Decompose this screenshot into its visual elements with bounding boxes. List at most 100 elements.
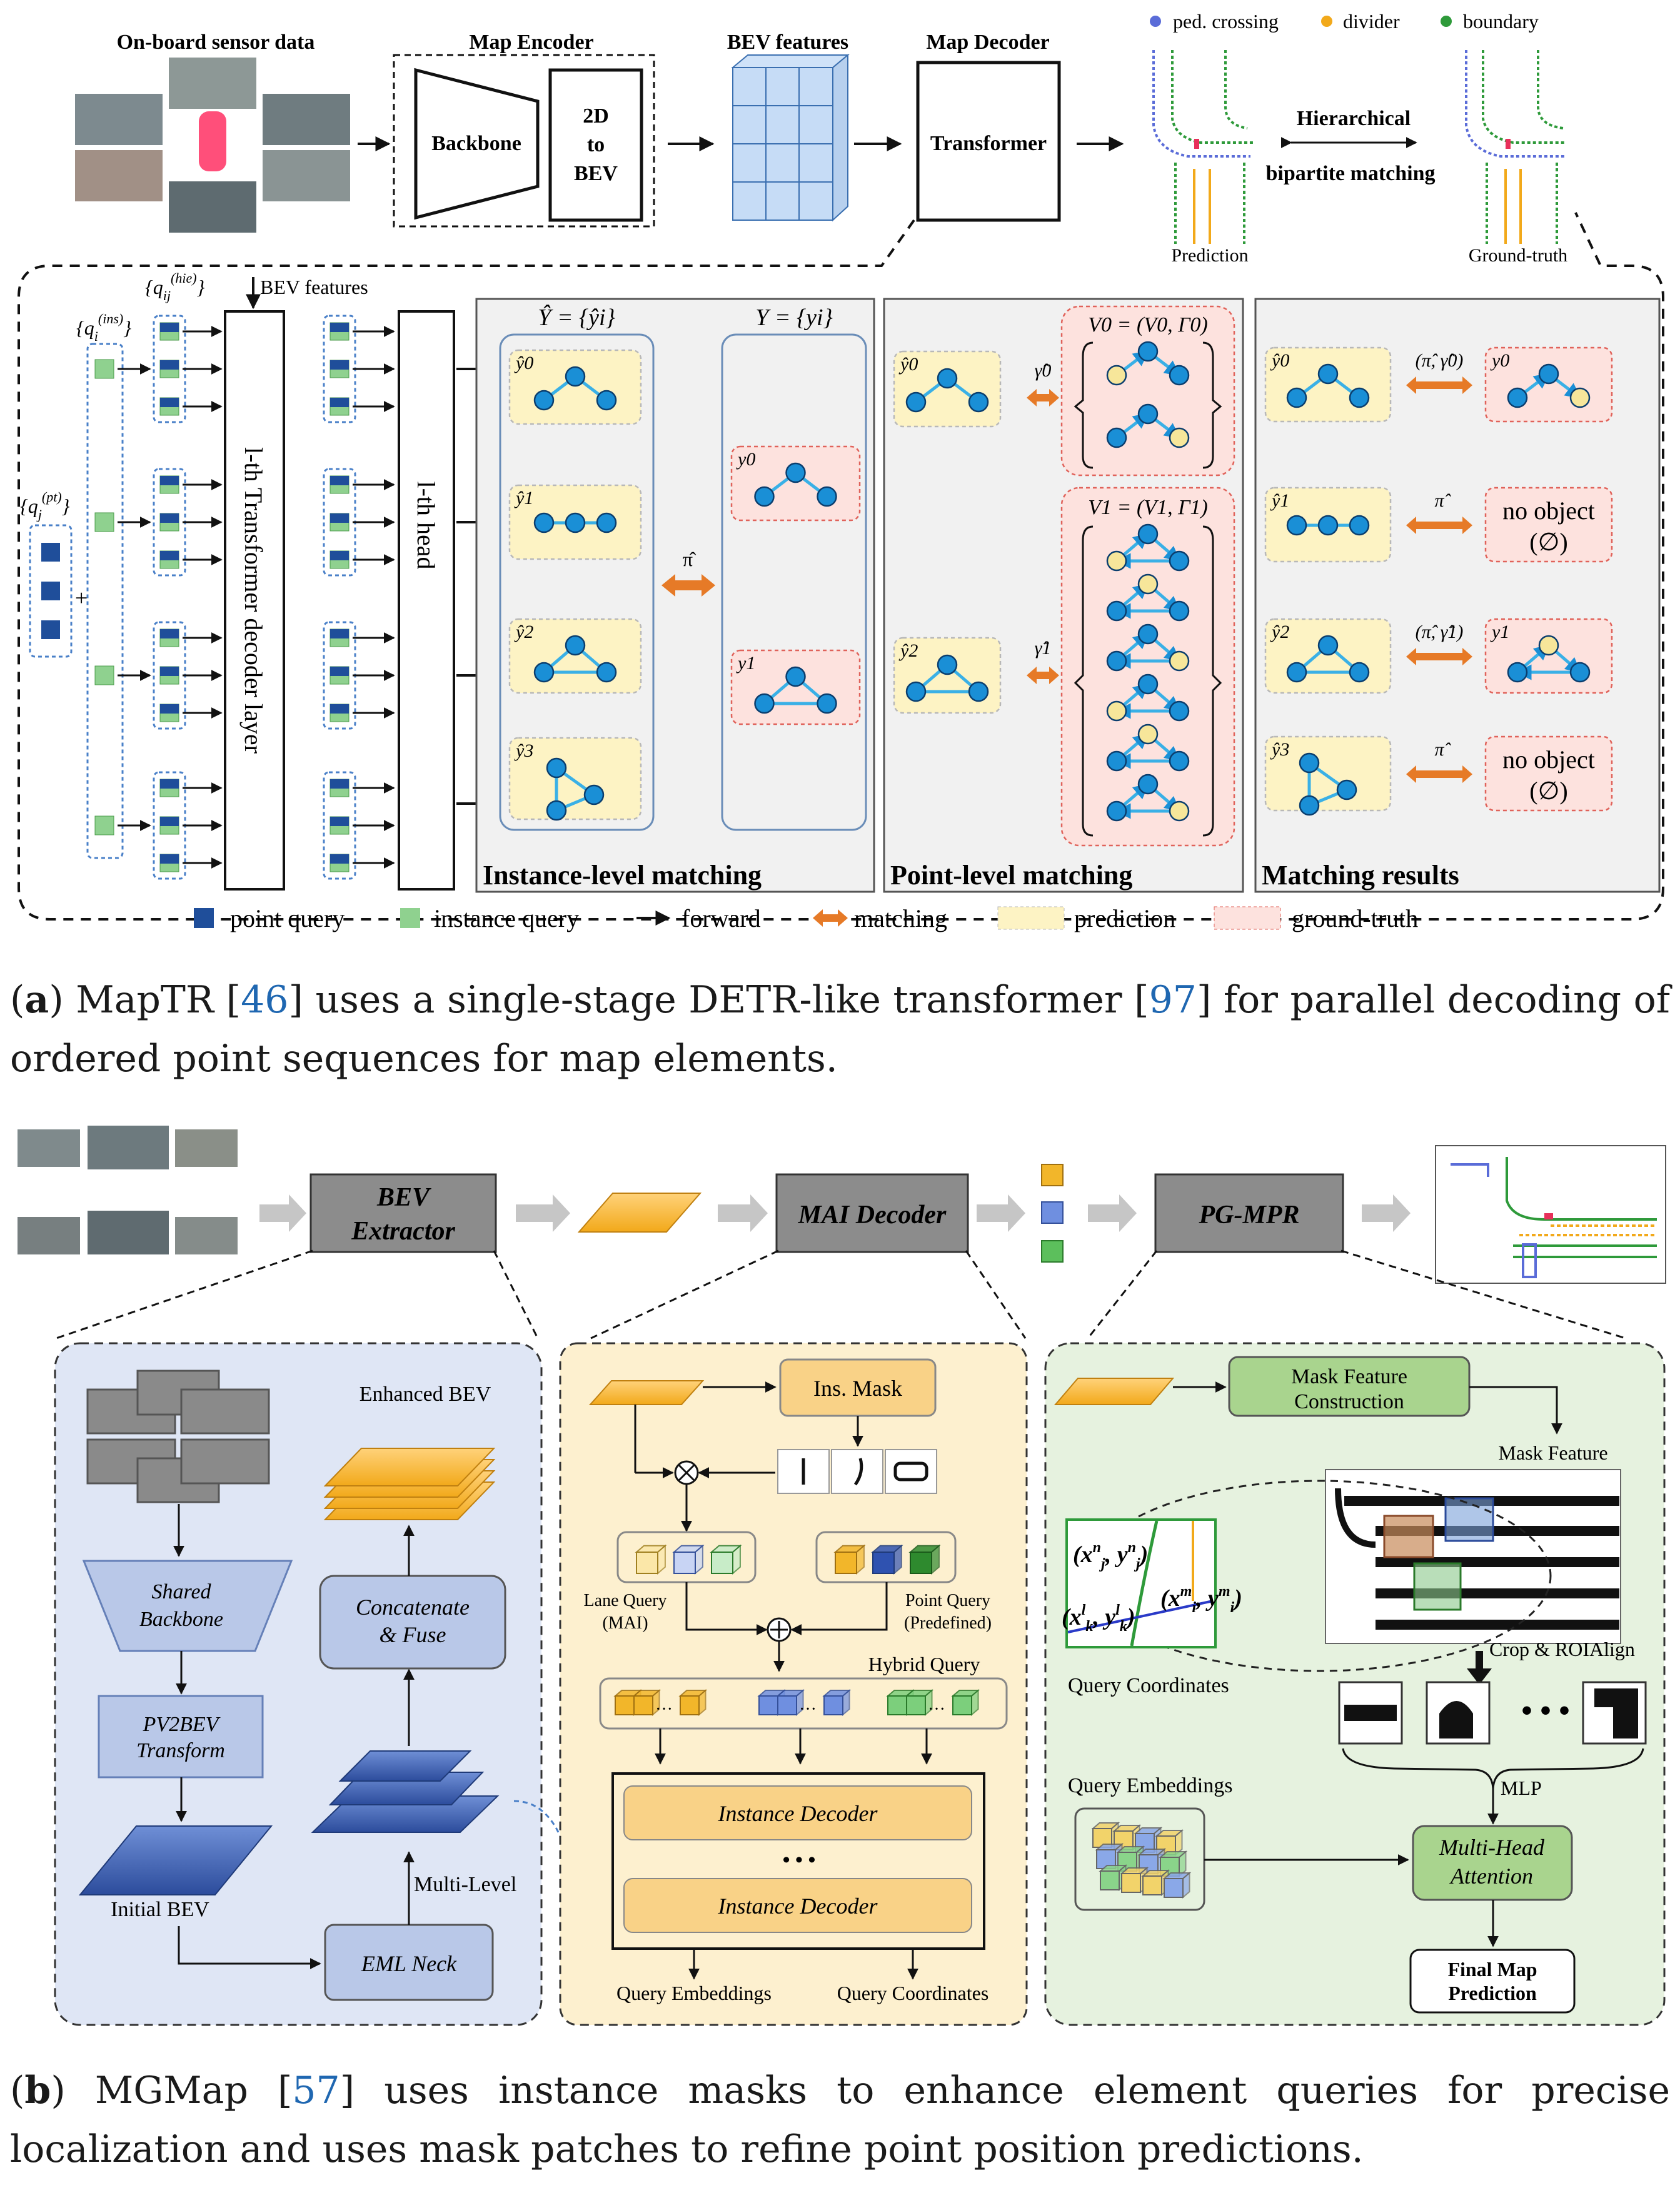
final-map-prediction-box [1409, 1949, 1576, 2014]
hybrid-query-cube [952, 1695, 972, 1715]
q-hie-label: {qij(hie)} [145, 270, 205, 303]
hie-query-point-part [330, 629, 349, 638]
card-label: ŷ2 [514, 622, 533, 642]
coordinate-projection-ellipse [1087, 1480, 1552, 1672]
camera-image [75, 150, 163, 201]
matching-arrow [1406, 648, 1472, 665]
graph-node [1169, 750, 1190, 772]
instance-query [94, 815, 114, 835]
lane-query-cube [636, 1552, 658, 1574]
caption-a-ref[interactable]: 46 [241, 978, 289, 1022]
right-brace [1202, 341, 1222, 469]
shared-backbone-shape [82, 1560, 293, 1652]
card-label: y0 [1490, 350, 1509, 371]
graph-node [1106, 800, 1127, 822]
gt-set-box [721, 333, 867, 831]
caption-a-label: a [24, 978, 49, 1022]
graph-node [968, 681, 989, 702]
camera-image [175, 1129, 238, 1167]
graph-node [1169, 800, 1190, 822]
graph-node [1336, 779, 1357, 800]
hie-query-point-part [330, 667, 349, 676]
instance-query [94, 359, 114, 379]
graph-node [565, 366, 586, 387]
concat-fuse-label: & Fuse [380, 1622, 446, 1647]
bev-input-plane [1054, 1378, 1175, 1405]
graph-node [533, 390, 555, 411]
hie-query-point-part [160, 513, 179, 523]
matching-arrow [1406, 517, 1472, 534]
legend-boundary: boundary [1463, 10, 1539, 33]
bev-extractor-box [309, 1173, 497, 1253]
point-query-cube [872, 1552, 895, 1574]
decoder-layer-label: l-th Transformer decoder layer [239, 447, 268, 754]
hybrid-query-label: Hybrid Query [868, 1653, 980, 1675]
prediction-card [508, 737, 642, 820]
graph-node [1317, 635, 1339, 656]
flow-arrow [1088, 1194, 1137, 1232]
graph-node [1349, 515, 1370, 536]
pv2bev-box [98, 1695, 264, 1779]
q-ins-label: {qi(ins)} [76, 311, 131, 344]
eml-neck-label: EML Neck [361, 1951, 457, 1976]
prediction-map [1152, 50, 1254, 244]
no-object-label: no object [1502, 745, 1595, 774]
caption-b-label: b [24, 2069, 51, 2112]
mask-patches: • • • [1338, 1681, 1647, 1745]
point-query-cube [835, 1552, 857, 1574]
graph-node [1137, 674, 1159, 695]
match-label: (π̂, γ̂0) [1416, 350, 1464, 371]
hie-query-point-part [330, 779, 349, 789]
legend-instance-query: instance query [434, 904, 579, 932]
bev-features-arrow-label: BEV features [260, 276, 368, 298]
pv2bev-label: PV2BEV [143, 1713, 221, 1736]
patch-brace [1342, 1748, 1644, 1789]
mask-feature-construction-label: Construction [1294, 1390, 1404, 1413]
roi-patch [1444, 1497, 1494, 1542]
legend-prediction-swatch [997, 906, 1065, 930]
hybrid-query-cube [887, 1695, 907, 1715]
crop-roialign-label: Crop & ROIAlign [1489, 1638, 1635, 1660]
backbone-shape [414, 68, 540, 220]
coordinate-label: (xnj, ynj) [1073, 1540, 1148, 1572]
graph-node [1169, 600, 1190, 622]
bipartite-label: bipartite matching [1265, 162, 1435, 185]
match-label: (π̂, γ̂1) [1416, 622, 1464, 642]
card-label: ŷ2 [1270, 622, 1289, 642]
legend-ground-truth: ground-truth [1292, 904, 1418, 932]
ego-car-icon [199, 111, 226, 171]
graph-node [546, 757, 567, 779]
mha-label: Multi-Head [1439, 1835, 1545, 1860]
flow-arrow [259, 1194, 306, 1232]
graph-node [533, 512, 555, 533]
graph-node [1106, 550, 1127, 572]
final-map-label: Prediction [1448, 1982, 1537, 2004]
bev-feature-plane [577, 1193, 702, 1233]
hybrid-query-cube [680, 1695, 700, 1715]
graph-node [1106, 750, 1127, 772]
flow-arrow [1362, 1194, 1411, 1232]
caption-b-ref[interactable]: 57 [292, 2069, 340, 2112]
graph-node [968, 391, 989, 413]
caption-a-text: ] for parallel decoding of ordered point… [10, 978, 1671, 1081]
graph-node [1137, 341, 1159, 362]
zoom-line [1087, 1250, 1158, 1339]
hybrid-query-cube [633, 1695, 653, 1715]
hie-query-point-part [330, 323, 349, 332]
graph-node [1538, 363, 1559, 385]
hie-query-point-part [160, 476, 179, 485]
hybrid-query-cube [906, 1695, 926, 1715]
bev-input-plane [588, 1380, 705, 1405]
hie-query-point-part [330, 513, 349, 523]
no-object-card [1484, 735, 1613, 812]
caption-a-ref[interactable]: 97 [1149, 978, 1197, 1022]
legend-ped-crossing: ped. crossing [1173, 10, 1279, 33]
gamma0-label: γ̂0 [1035, 360, 1052, 381]
prediction-set-box [499, 333, 655, 831]
hybrid-query-cube [758, 1695, 778, 1715]
ground-truth-label: Ground-truth [1469, 245, 1567, 266]
point-query-group [29, 524, 73, 658]
legend-matching-arrow [813, 909, 848, 927]
mlp-label: MLP [1501, 1777, 1542, 1799]
pg-mpr-label: PG-MPR [1199, 1201, 1300, 1229]
